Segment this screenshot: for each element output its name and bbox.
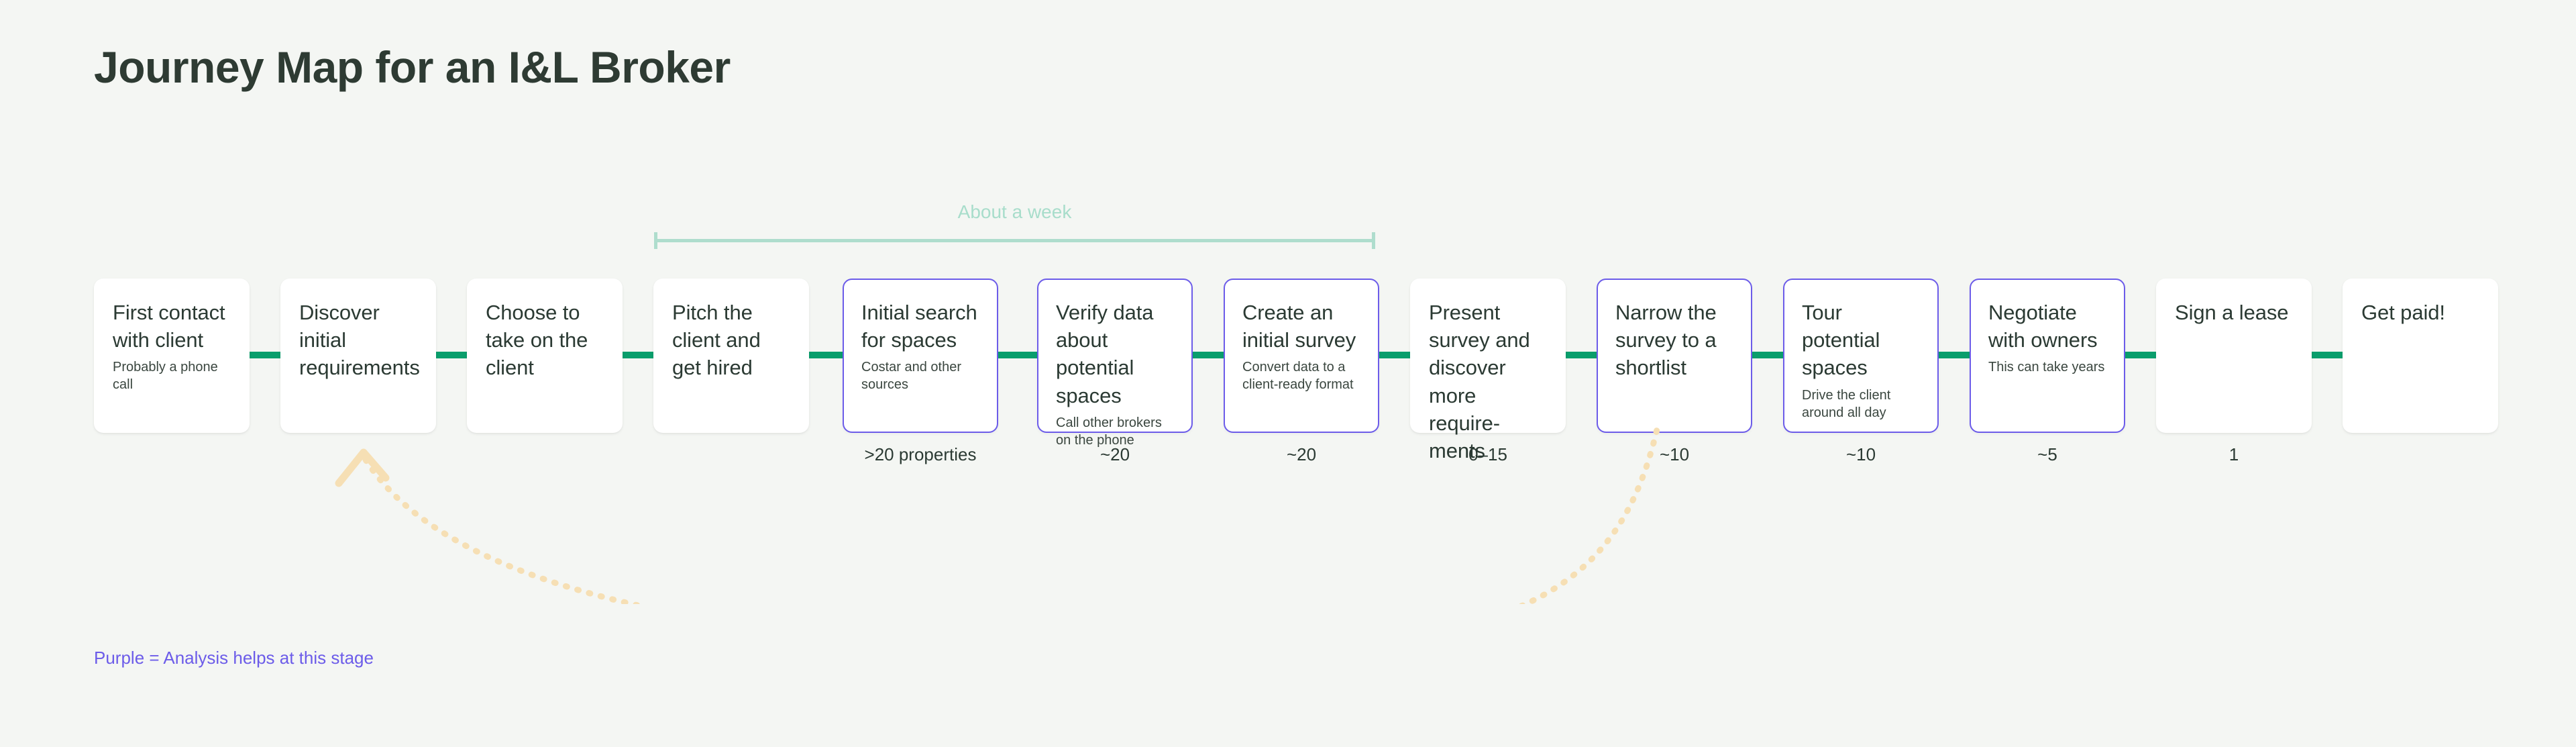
stage-count-label: 1	[2229, 444, 2239, 464]
duration-bracket-cap-left	[654, 232, 657, 249]
stage-count-label: >20 properties	[864, 444, 977, 464]
stage-card-title: Create an initial survey	[1242, 301, 1356, 352]
duration-bracket-label: About a week	[957, 201, 1072, 222]
stage-connector	[1193, 352, 1224, 358]
feedback-loop-arrow	[335, 426, 1660, 604]
stage-card-subtitle: Convert data to a client-ready format	[1242, 360, 1354, 393]
stage-connector	[1939, 352, 1970, 358]
stage-count-label: 0–15	[1468, 444, 1507, 464]
stage-card-title: Verify data about potential spaces	[1056, 301, 1154, 407]
stage-card-subtitle: This can take years	[1988, 360, 2105, 375]
legend: Purple = Analysis helps at this stage	[94, 648, 374, 668]
stage-connector	[2125, 352, 2156, 358]
stage-connector	[2312, 352, 2343, 358]
stage-count-label: ~20	[1286, 444, 1317, 464]
duration-bracket: About a week	[654, 201, 1375, 249]
stage-card-title: Narrow the survey to a shortlist	[1615, 301, 1717, 380]
stage-count-label: ~10	[1845, 444, 1876, 464]
stage-count-label: ~20	[1099, 444, 1130, 464]
stage-card-title: Initial search for spaces	[861, 301, 977, 352]
stage-card-subtitle: Drive the client around all day	[1802, 387, 1891, 420]
stage-connector	[623, 352, 653, 358]
stage-connector	[809, 352, 843, 358]
stage-connector	[436, 352, 467, 358]
stage-connector	[250, 352, 280, 358]
stage-connector	[1379, 352, 1410, 358]
stage-card-title: Tour potential spaces	[1802, 301, 1880, 380]
stage-card-title: Discover initial requirements	[299, 301, 420, 380]
stage-card[interactable]: Sign a lease	[2156, 279, 2312, 433]
stage-card-subtitle: Costar and other sources	[861, 360, 961, 393]
stage-card-subtitle: Probably a phone call	[113, 360, 218, 393]
stage-count-label: ~10	[1659, 444, 1690, 464]
stage-connector	[1566, 352, 1597, 358]
stage-card-title: First contact with client	[113, 301, 225, 352]
stage-card[interactable]: Narrow the survey to a shortlist	[1597, 279, 1752, 433]
stage-card-title: Sign a lease	[2175, 301, 2289, 324]
stage-card-title: Negotiate with owners	[1988, 301, 2098, 352]
page-title: Journey Map for an I&L Broker	[94, 42, 731, 92]
stage-card[interactable]: Present survey and discover more require…	[1410, 279, 1566, 462]
stage-card-title: Get paid!	[2361, 301, 2445, 324]
stage-connector	[1752, 352, 1783, 358]
stage-connector	[998, 352, 1037, 358]
stage-card[interactable]: Choose to take on the client	[467, 279, 623, 433]
duration-bracket-cap-right	[1372, 232, 1375, 249]
stage-card-title: Present survey and discover more require…	[1429, 301, 1530, 463]
stage-card[interactable]: Pitch the client and get hired	[653, 279, 809, 433]
duration-bracket-line	[654, 239, 1375, 242]
stage-card[interactable]: Get paid!	[2343, 279, 2498, 433]
stage-card-title: Choose to take on the client	[486, 301, 588, 380]
stage-count-label: ~5	[2037, 444, 2057, 464]
stage-card-title: Pitch the client and get hired	[672, 301, 761, 380]
stage-card[interactable]: Discover initial requirements	[280, 279, 436, 433]
